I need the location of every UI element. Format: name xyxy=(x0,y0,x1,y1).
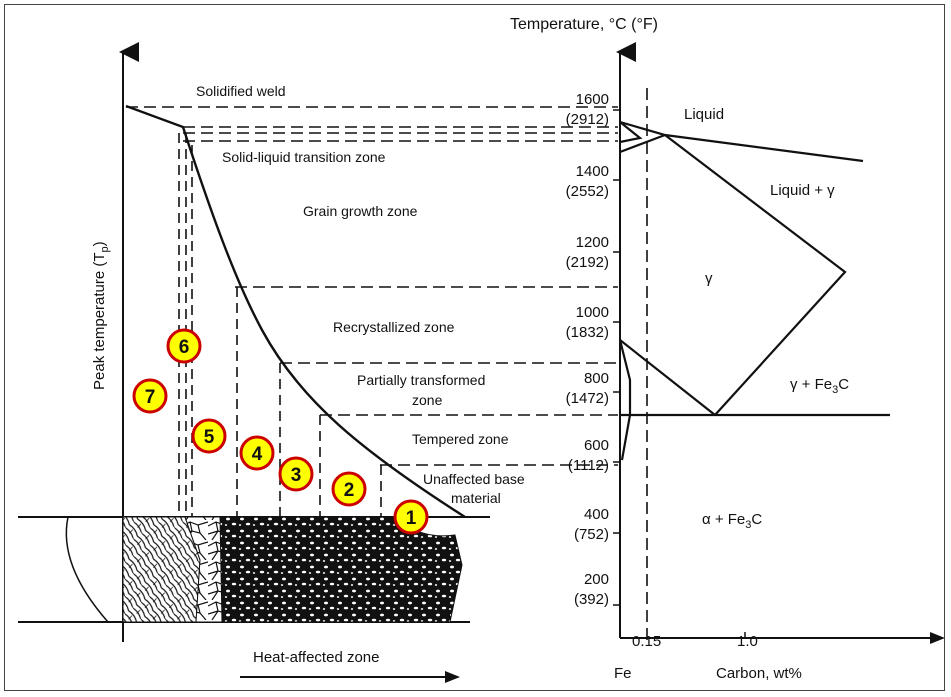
zone-grain-growth: Grain growth zone xyxy=(303,203,418,219)
zone-unaffected-1: Unaffected base xyxy=(423,471,525,487)
tick-c: 1000 xyxy=(576,304,609,321)
marker-circle xyxy=(331,471,367,507)
zone-marker-5: 5 xyxy=(191,418,227,454)
x-tick-10: 1.0 xyxy=(737,633,758,650)
phase-boundaries xyxy=(618,120,890,461)
weld-cross-section xyxy=(18,516,490,623)
zone-marker-6: 6 xyxy=(166,328,202,364)
x-label-fe: Fe xyxy=(614,665,632,682)
y-axis-label: Peak temperature (Tp) xyxy=(91,241,111,390)
temperature-title: Temperature, °C (°F) xyxy=(510,16,658,33)
temp-tick-labels: 1600 (2912) 1400 (2552) 1200 (2192) 1000… xyxy=(566,91,609,608)
marker-circle xyxy=(393,499,429,535)
marker-number: 2 xyxy=(344,480,355,501)
marker-circle xyxy=(278,456,314,492)
zone-marker-7: 7 xyxy=(132,378,168,414)
tick-c: 200 xyxy=(584,571,609,588)
tick-f: (1472) xyxy=(566,390,609,407)
tick-f: (2552) xyxy=(566,183,609,200)
carbon-axis-arrowhead xyxy=(930,632,945,644)
tick-f: (1112) xyxy=(568,457,609,474)
tick-c: 1600 xyxy=(576,91,609,108)
tick-f: (1832) xyxy=(566,324,609,341)
marker-number: 5 xyxy=(204,427,215,448)
zone-partially-1: Partially transformed xyxy=(357,372,485,388)
marker-number: 1 xyxy=(406,508,417,529)
tick-f: (752) xyxy=(574,526,609,543)
haz-label: Heat-affected zone xyxy=(253,649,379,666)
tick-c: 400 xyxy=(584,506,609,523)
marker-circle xyxy=(239,435,275,471)
phase-gamma: γ xyxy=(705,270,713,287)
tick-f: (392) xyxy=(574,591,609,608)
zone-marker-1: 1 xyxy=(393,499,429,535)
zone-marker-2: 2 xyxy=(331,471,367,507)
tick-c: 800 xyxy=(584,370,609,387)
tick-f: (2192) xyxy=(566,254,609,271)
zone-boundary-lines xyxy=(126,106,618,466)
marker-circle xyxy=(191,418,227,454)
phase-liquid: Liquid xyxy=(684,106,724,123)
tick-c: 1200 xyxy=(576,234,609,251)
marker-circle xyxy=(166,328,202,364)
marker-number: 7 xyxy=(145,387,156,408)
zone-unaffected-2: material xyxy=(451,490,501,506)
zone-solid-liquid: Solid-liquid transition zone xyxy=(222,149,386,165)
zone-solidified-weld: Solidified weld xyxy=(196,83,286,99)
phase-alpha-fe3c: α + Fe3C xyxy=(702,511,762,531)
marker-number: 4 xyxy=(252,444,263,465)
peak-temperature-curve xyxy=(125,104,466,519)
zone-markers: 1 2 3 4 5 6 7 xyxy=(132,328,429,535)
phase-gamma-fe3c: γ + Fe3C xyxy=(790,376,849,396)
temp-ticks xyxy=(613,109,620,606)
zone-marker-3: 3 xyxy=(278,456,314,492)
tick-f: (2912) xyxy=(566,111,609,128)
marker-number: 6 xyxy=(179,337,190,358)
zone-marker-4: 4 xyxy=(239,435,275,471)
marker-number: 3 xyxy=(291,465,302,486)
zone-partially-2: zone xyxy=(412,392,443,408)
zone-tempered: Tempered zone xyxy=(412,431,509,447)
figure-frame xyxy=(4,4,945,691)
haz-arrow-head xyxy=(445,671,460,683)
marker-circle xyxy=(132,378,168,414)
tick-c: 1400 xyxy=(576,163,609,180)
phase-liquid-gamma: Liquid + γ xyxy=(770,182,835,199)
zone-recrystallized: Recrystallized zone xyxy=(333,319,455,335)
x-tick-015: 0.15 xyxy=(632,633,661,650)
tick-c: 600 xyxy=(584,437,609,454)
x-label-carbon: Carbon, wt% xyxy=(716,665,802,682)
